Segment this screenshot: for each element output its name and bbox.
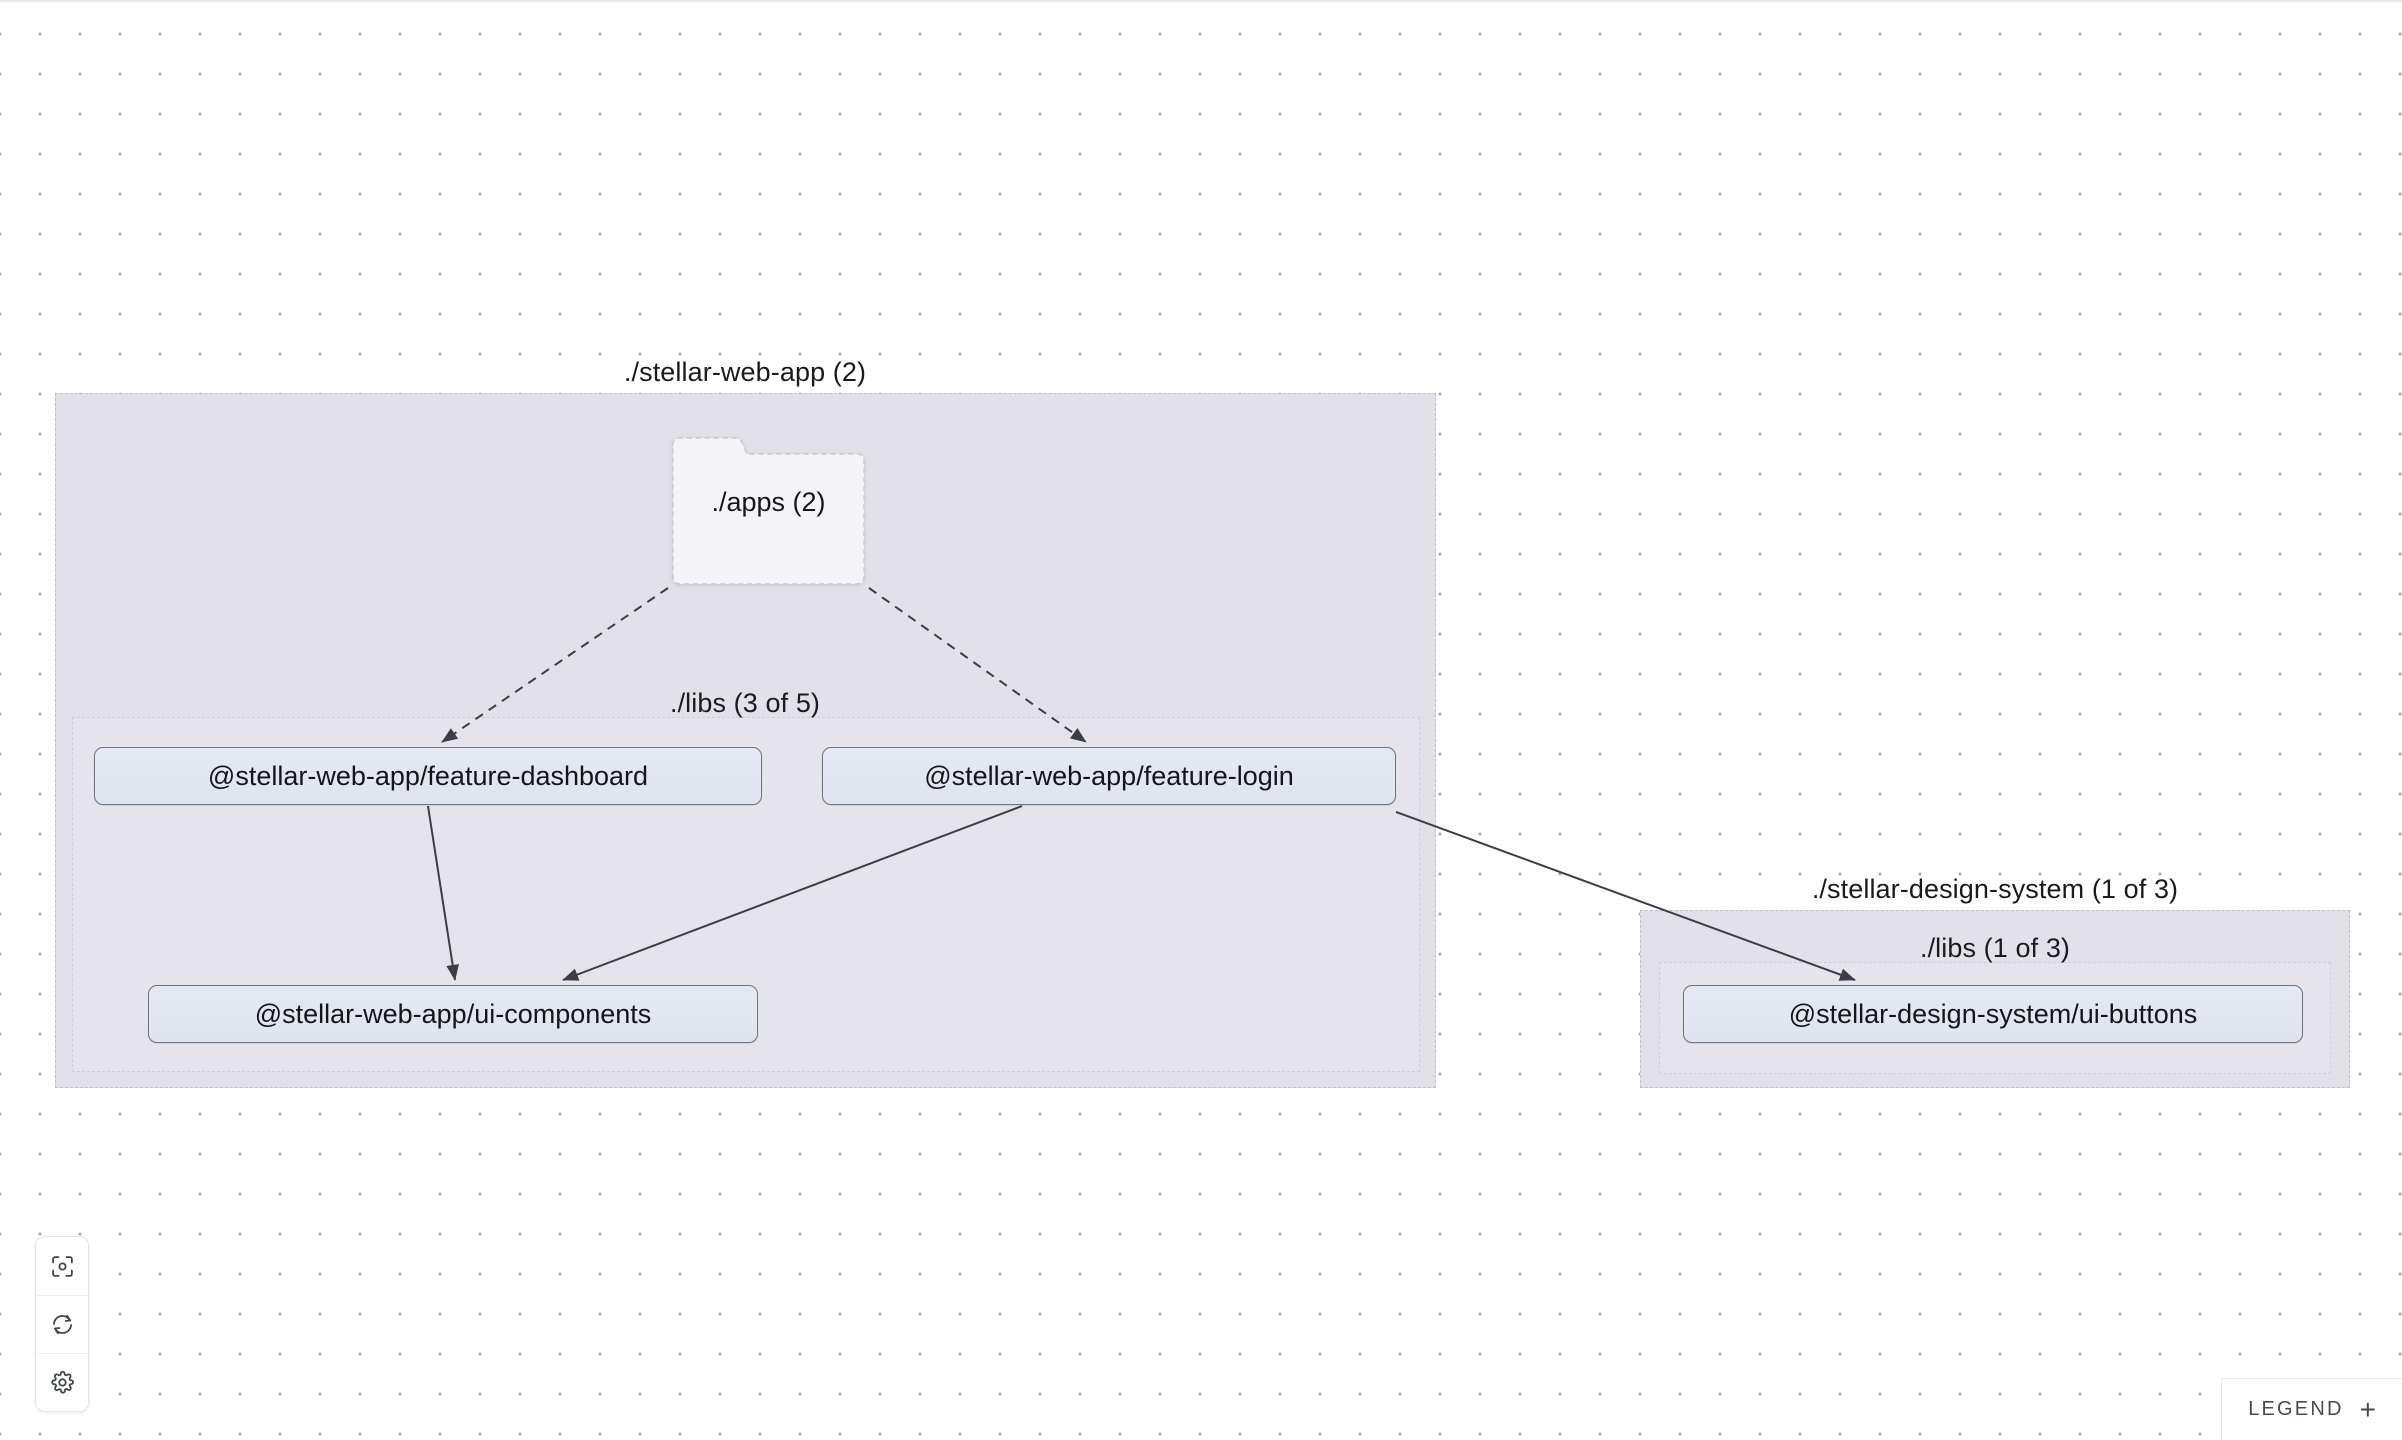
legend-label: LEGEND [2248,1398,2344,1420]
project-node-label: @stellar-web-app/feature-dashboard [207,760,649,791]
folder-node-apps[interactable]: ./apps (2) [669,435,868,587]
folder-shape-icon [672,437,865,585]
focus-target-icon [50,1254,75,1279]
refresh-graph-button[interactable] [36,1295,88,1353]
group-label-libs-stellar-design-system: ./libs (1 of 3) [1919,933,2071,963]
focus-graph-button[interactable] [36,1237,88,1295]
project-node-ui-buttons[interactable]: @stellar-design-system/ui-buttons [1683,985,2303,1043]
plus-icon: + [2359,1393,2376,1425]
legend-toggle[interactable]: LEGEND + [2221,1378,2402,1440]
graph-toolbar[interactable] [35,1236,89,1412]
refresh-icon [50,1312,75,1337]
folder-label-apps: ./apps (2) [711,487,826,517]
project-node-label: @stellar-design-system/ui-buttons [1788,998,2198,1029]
settings-button[interactable] [36,1353,88,1411]
project-node-ui-components[interactable]: @stellar-web-app/ui-components [148,985,758,1043]
project-node-label: @stellar-web-app/feature-login [924,760,1294,791]
project-node-label: @stellar-web-app/ui-components [254,998,652,1029]
gear-icon [50,1370,75,1395]
group-label-stellar-design-system: ./stellar-design-system (1 of 3) [1811,874,2179,904]
group-label-stellar-web-app: ./stellar-web-app (2) [623,357,867,387]
project-node-feature-login[interactable]: @stellar-web-app/feature-login [822,747,1396,805]
project-node-feature-dashboard[interactable]: @stellar-web-app/feature-dashboard [94,747,762,805]
group-label-libs-stellar-web-app: ./libs (3 of 5) [669,688,821,718]
